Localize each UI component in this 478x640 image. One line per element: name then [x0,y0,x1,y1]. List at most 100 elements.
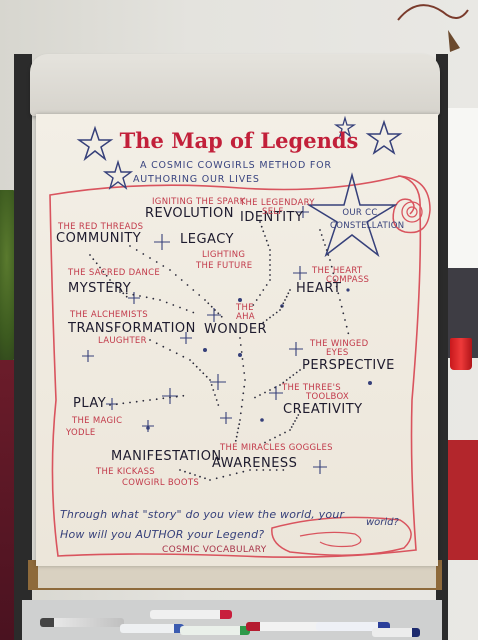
path-dot [299,369,301,371]
note-lighting-future-2: THE FUTURE [196,261,253,271]
note-toolbox-1: THE THREE'S [282,383,341,393]
path-dot [269,316,271,319]
path-dot [295,417,298,419]
path-dot [282,469,285,471]
path-dot [284,431,286,434]
note-kickass-1: THE KICKASS [96,467,156,477]
path-dot [194,474,196,476]
path-dot [175,395,178,398]
path-dot [279,309,281,311]
path-dot [265,239,268,242]
path-dot [179,469,181,471]
path-dot [215,477,218,480]
path-dot [242,470,245,473]
path-dot [327,254,330,256]
path-dot [347,332,350,335]
path-dot [162,397,165,400]
path-dot [202,372,205,375]
path-dot [272,314,275,316]
path-dot [342,312,345,315]
path-dot [282,381,285,384]
path-dot [207,302,210,305]
word-manifestation: MANIFESTATION [111,449,222,464]
path-dot [330,265,333,268]
path-dot [210,384,213,386]
path-dot [125,295,128,298]
easel-right-post [436,54,448,640]
path-dot [189,472,191,475]
path-dot [335,285,338,288]
sparkle-icons [82,206,327,474]
window [444,108,478,268]
path-dot [239,337,241,339]
path-dot [209,379,211,381]
path-dot [269,259,271,261]
word-awareness: AWARENESS [212,456,298,471]
path-dot [242,365,245,367]
path-dot [235,435,238,438]
note-winged-eyes-2: EYES [326,348,349,358]
path-dot [265,319,268,321]
path-dot [279,384,281,386]
path-dot [241,399,244,401]
hanging-wire [397,4,469,52]
path-dot [262,321,265,324]
path-dot [102,270,105,273]
note-igniting-spark: IGNITING THE SPARK [152,197,246,207]
path-dot [185,309,188,311]
scroll-outline [49,175,422,558]
path-dot [299,411,301,413]
path-dot [292,423,295,425]
path-dot [214,309,216,311]
word-transformation: TRANSFORMATION [68,321,196,336]
path-dot [192,362,195,365]
path-dot [182,394,185,397]
path-dot [109,279,111,281]
path-dot [332,272,335,275]
path-dot [159,299,161,301]
flipchart-fold [30,54,440,116]
path-dot [112,282,115,285]
path-dot [345,325,348,328]
path-dot [255,299,258,301]
path-dot [275,311,278,314]
path-dot [129,401,131,404]
path-dot [249,469,251,471]
path-dot [264,235,266,237]
path-dot [289,376,291,379]
path-dot [192,311,195,314]
path-dot [115,285,118,288]
path-dot [295,371,298,374]
path-dot [267,244,270,247]
note-aha-1: THE [236,303,254,313]
path-dot [217,404,220,406]
path-dot [162,265,165,267]
marker-blue [120,624,184,633]
flipchart-paper [36,114,438,566]
note-magic-yodle-1: THE MAGIC [72,416,123,426]
path-dot [242,392,245,395]
question-line-1: Through what "story" do you view the wor… [60,508,345,521]
path-dot [195,365,198,368]
path-dot [237,427,240,430]
path-dot [199,475,201,478]
marker-red-2 [246,622,326,631]
question-line-2: How will you AUTHOR your Legend? [60,528,265,541]
path-dot [239,344,242,346]
marker-green [180,626,250,635]
path-dot [238,423,241,426]
path-dot [214,394,216,396]
path-dot [259,294,261,296]
red-cup [450,338,472,370]
path-dot [344,319,346,321]
note-sacred-dance: THE SACRED DANCE [68,268,161,278]
constellation-star-icon [306,172,398,258]
path-dot [269,469,271,471]
word-play: PLAY [73,396,107,411]
path-dot [155,398,158,401]
note-alchemists: THE ALCHEMISTS [70,310,148,320]
star-icon [102,159,134,190]
path-dot [99,266,101,269]
path-dot [142,399,145,402]
subtitle-line-2: AUTHORING OUR LIVES [133,174,260,185]
